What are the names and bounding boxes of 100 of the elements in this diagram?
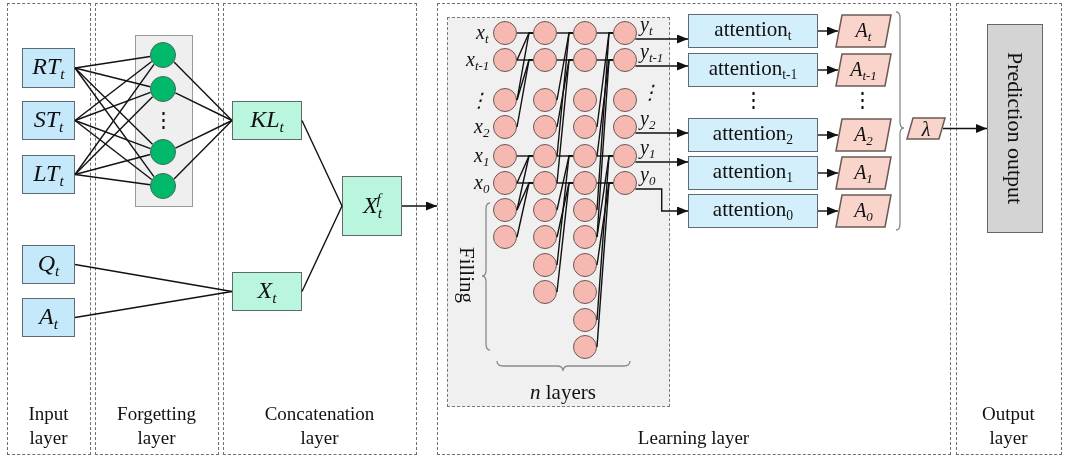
connector-line [173,61,233,122]
connector-line [516,182,534,238]
layer-panel [7,3,91,455]
connector-line [74,96,154,176]
input-box: Q$_{t}$ [22,245,75,284]
node-label: x$_{t}$ [476,20,489,46]
neuron-circle [493,48,517,72]
node-label: y$_{t-1}$ [640,39,664,65]
attention-box: attention$_{2}$ [688,118,818,152]
input-box: RT$_{t}$ [22,48,75,88]
neuron-circle [150,76,176,102]
node-label: y$_{2}$ [640,106,656,132]
network-panel [447,17,670,407]
layer-title: Input layer [27,401,70,451]
neuron-circle [573,308,597,332]
connector-line [173,119,233,180]
node-label: y$_{t}$ [640,12,653,38]
weight-parallelogram: A$_{t}$ [835,14,892,48]
connector-line [596,59,614,238]
connector-line [301,205,343,293]
layer-title: Concatenation layer [263,401,376,451]
layer-panel [95,3,219,455]
connector-line [596,155,614,321]
attention-box: attention$_{t-1}$ [688,53,818,87]
node-label: ⋮ [469,89,489,111]
connector-line [74,67,154,145]
output-box: Prediction output [987,24,1043,233]
feature-box: X$_{t}$ [232,272,302,311]
connector-line [556,59,574,184]
arrow [401,201,438,211]
weight-parallelogram: A$_{1}$ [835,156,892,190]
connector-line [556,182,574,293]
connector-line [596,32,614,211]
connector-line [596,182,614,348]
ellipsis: ⋮ [152,108,174,132]
brace-label: Filling [454,247,478,304]
arrow [817,65,839,75]
arrow [817,206,839,216]
neuron-circle [533,144,557,168]
neuron-circle [613,21,637,45]
attention-box: attention$_{1}$ [688,156,818,190]
neuron-circle [533,48,557,72]
arrow [942,124,988,133]
arrow [634,188,689,216]
neuron-circle [573,88,597,112]
connector-line [74,263,233,293]
arrow [817,130,839,140]
layer-panel [956,3,1062,455]
neuron-circle [493,171,517,195]
input-box: ST$_{t}$ [22,101,75,140]
neuron-circle [493,115,517,139]
brace-label: n layers [530,380,596,404]
arrow [634,34,689,44]
neuron-circle [573,335,597,359]
node-label: x$_{0}$ [474,170,490,196]
neuron-circle [533,225,557,249]
neuron-circle [493,88,517,112]
neuron-circle [533,115,557,139]
layer-title: Forgetting layer [116,401,197,451]
neuron-circle [573,198,597,222]
neuron-circle [573,253,597,277]
connector-line [556,32,574,157]
connector-line [74,55,151,69]
neuron-circle [573,48,597,72]
neuron-circle [533,171,557,195]
neuron-circle [150,173,176,199]
arrow [817,168,839,178]
connector-line [556,155,574,266]
neuron-circle [613,171,637,195]
neuron-circle [613,48,637,72]
connector-line [174,92,233,122]
neuron-circle [573,171,597,195]
layer-panel [223,3,417,455]
layer-title: Learning layer [636,426,751,451]
node-label: y$_{0}$ [640,162,656,188]
neuron-circle [533,88,557,112]
node-label: x$_{1}$ [474,143,490,169]
neuron-circle [533,280,557,304]
connector-line [174,119,233,149]
neuron-circle [573,280,597,304]
weight-parallelogram: λ [906,117,946,140]
neuron-circle [150,139,176,165]
ellipsis: ⋮ [851,88,873,112]
input-box: LT$_{t}$ [22,155,75,194]
layer-title: Output layer [981,401,1036,451]
connector-line [74,290,233,319]
neuron-circle [533,21,557,45]
neuron-circle [493,225,517,249]
node-label: y$_{1}$ [640,135,656,161]
node-label: x$_{2}$ [474,114,490,140]
connector-line [74,67,151,88]
weight-parallelogram: A$_{2}$ [835,118,892,152]
neuron-circle [493,198,517,222]
neuron-circle [613,88,637,112]
node-label: ⋮ [640,81,660,103]
neuron-circle [150,42,176,68]
connector-line [74,119,153,181]
neuron-circle [573,225,597,249]
connector-line [74,173,151,186]
arrow [817,26,839,36]
